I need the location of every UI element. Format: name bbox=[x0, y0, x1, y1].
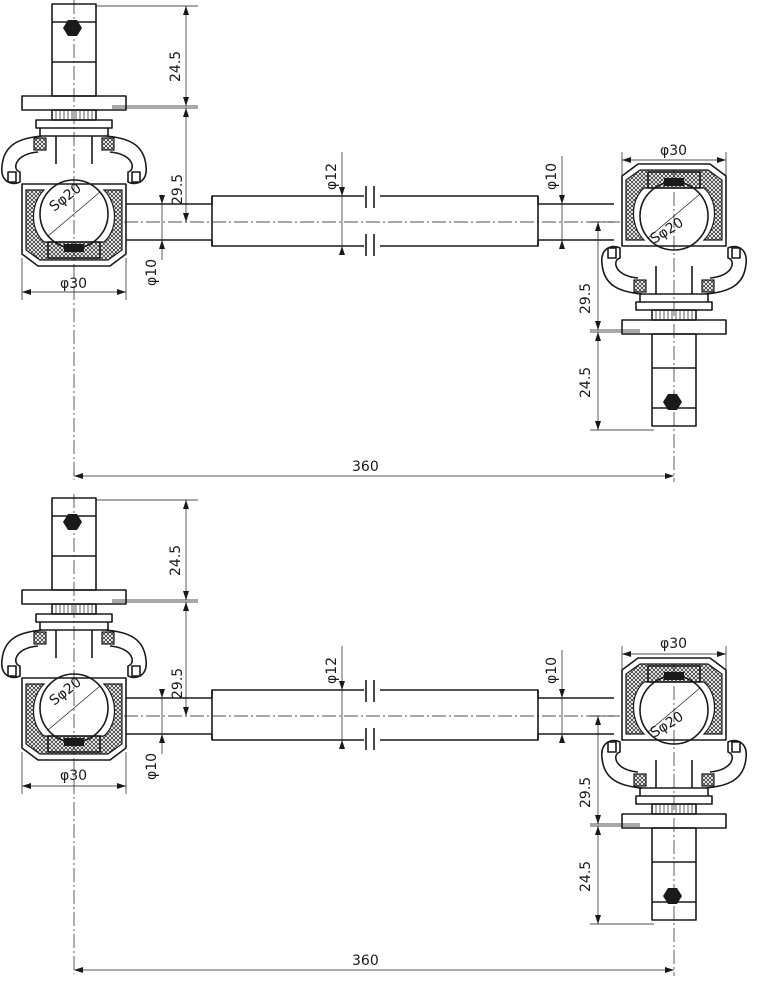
dim-rod: φ12 bbox=[324, 163, 340, 190]
dim-ball-width-right: φ30 bbox=[660, 143, 687, 159]
dim-stud-height-left: 29.5 bbox=[170, 174, 186, 205]
dim-ball-width-right: φ30 bbox=[660, 636, 687, 652]
dim-rod: φ12 bbox=[324, 657, 340, 684]
dim-ball-sphere-right: Sφ20 bbox=[648, 709, 687, 742]
dim-stud-length-left: 24.5 bbox=[168, 51, 184, 82]
dim-stud-length-right: 24.5 bbox=[578, 367, 594, 398]
dim-neck-left: φ10 bbox=[144, 753, 160, 780]
dim-ball-width-left: φ30 bbox=[60, 276, 87, 292]
dim-ball-sphere-right: Sφ20 bbox=[648, 215, 687, 248]
dim-stud-height-left: 29.5 bbox=[170, 668, 186, 699]
dim-stud-length-right: 24.5 bbox=[578, 861, 594, 892]
dim-stud-height-right: 29.5 bbox=[578, 283, 594, 314]
dim-neck-left: φ10 bbox=[144, 259, 160, 286]
dim-stud-length-left: 24.5 bbox=[168, 545, 184, 576]
top-drawing: 24.5 29.5 Sφ20 φ30 φ10 φ12 φ10 φ30 Sφ20 … bbox=[2, 0, 746, 482]
bottom-drawing: 24.5 29.5 Sφ20 φ30 φ10 φ12 φ10 φ30 Sφ20 … bbox=[2, 494, 746, 976]
dim-stud-height-right: 29.5 bbox=[578, 777, 594, 808]
dim-overall-length: 360 bbox=[352, 953, 379, 969]
dim-neck-right: φ10 bbox=[544, 657, 560, 684]
dim-overall-length: 360 bbox=[352, 459, 379, 475]
dim-ball-width-left: φ30 bbox=[60, 768, 87, 784]
dim-neck-right: φ10 bbox=[544, 163, 560, 190]
